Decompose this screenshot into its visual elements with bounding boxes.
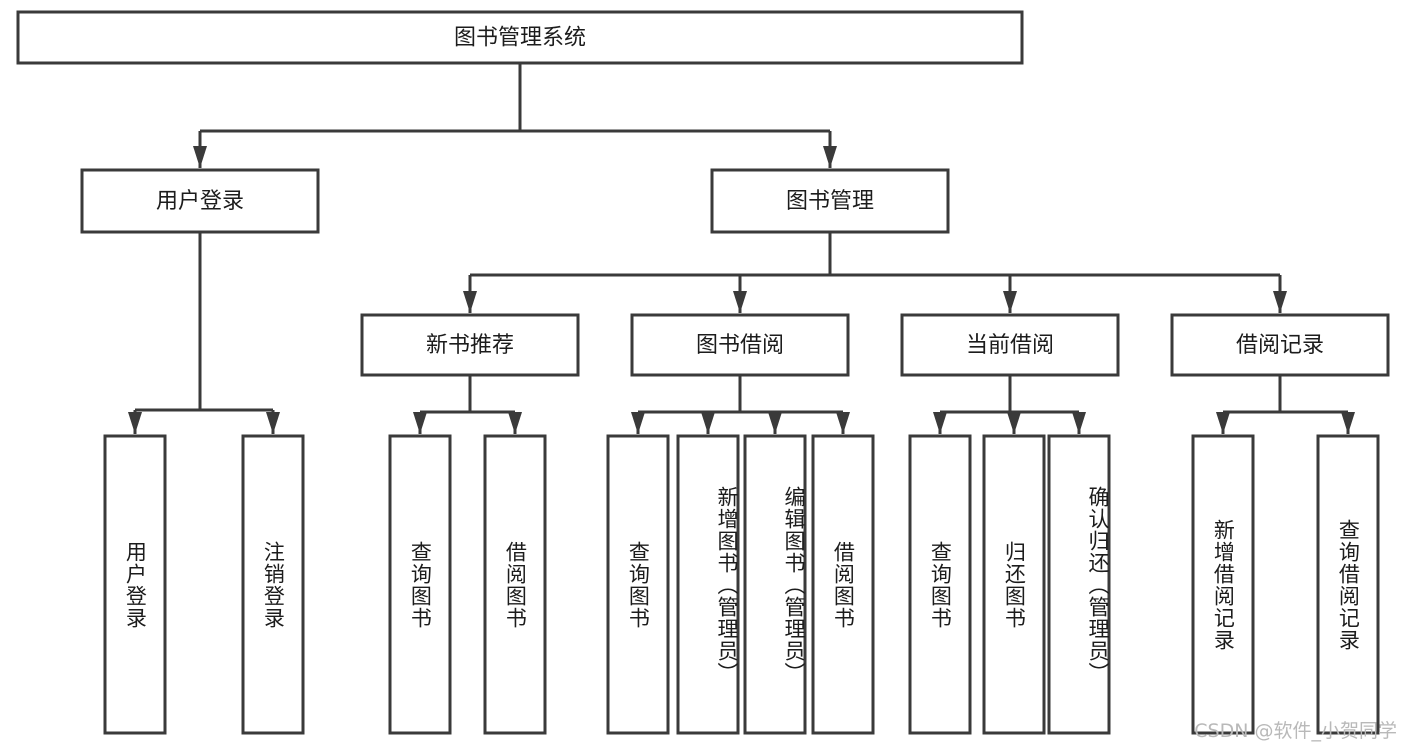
watermark-text: CSDN @软件_小贺同学 xyxy=(1194,720,1397,742)
root-node-rect[interactable] xyxy=(16,10,1024,65)
arrow-head-icon xyxy=(1341,412,1355,434)
arrow-head-icon xyxy=(508,412,522,434)
level3-node-label: 当前借阅 xyxy=(966,333,1054,358)
arrow-head-icon xyxy=(1273,291,1287,313)
level3-node-label: 新书推荐 xyxy=(426,333,514,358)
arrow-head-icon xyxy=(933,412,947,434)
level3-node-3[interactable] xyxy=(1170,313,1390,377)
level2-node-0[interactable] xyxy=(80,168,320,234)
arrow-head-icon xyxy=(823,146,837,168)
level3-node-label: 图书借阅 xyxy=(696,333,784,358)
level3-node-rect[interactable] xyxy=(630,313,850,377)
level3-node-0[interactable] xyxy=(360,313,580,377)
leaf-node-1[interactable] xyxy=(241,434,305,735)
root-node-0[interactable] xyxy=(16,10,1024,65)
leaf-node-3[interactable] xyxy=(483,434,547,735)
arrow-head-icon xyxy=(733,291,747,313)
level3-node-rect[interactable] xyxy=(360,313,580,377)
leaf-node-5[interactable] xyxy=(676,434,740,735)
leaf-node-8[interactable] xyxy=(908,434,972,735)
arrow-head-icon xyxy=(266,412,280,434)
arrow-head-icon xyxy=(836,412,850,434)
arrow-head-icon xyxy=(1072,412,1086,434)
level3-node-1[interactable] xyxy=(630,313,850,377)
level2-node-label: 用户登录 xyxy=(156,189,244,214)
arrow-head-icon xyxy=(631,412,645,434)
arrow-head-icon xyxy=(193,146,207,168)
arrow-head-icon xyxy=(701,412,715,434)
leaf-node-11[interactable] xyxy=(1191,434,1255,735)
root-node-label: 图书管理系统 xyxy=(454,26,586,51)
arrow-head-icon xyxy=(768,412,782,434)
level3-node-rect[interactable] xyxy=(900,313,1120,377)
leaf-node-12[interactable] xyxy=(1316,434,1380,735)
arrow-head-icon xyxy=(128,412,142,434)
leaf-node-10[interactable] xyxy=(1047,434,1111,735)
edges-layer xyxy=(128,63,1355,434)
arrow-head-icon xyxy=(1003,291,1017,313)
leaf-node-9[interactable] xyxy=(982,434,1046,735)
level2-node-rect[interactable] xyxy=(710,168,950,234)
leaf-node-4[interactable] xyxy=(606,434,670,735)
arrow-head-icon xyxy=(1007,412,1021,434)
boxes-layer xyxy=(16,10,1390,735)
level2-node-1[interactable] xyxy=(710,168,950,234)
leaf-node-7[interactable] xyxy=(811,434,875,735)
arrow-head-icon xyxy=(413,412,427,434)
arrow-head-icon xyxy=(463,291,477,313)
arrow-head-icon xyxy=(1216,412,1230,434)
level3-node-rect[interactable] xyxy=(1170,313,1390,377)
level2-node-label: 图书管理 xyxy=(786,189,874,214)
leaf-node-2[interactable] xyxy=(388,434,452,735)
leaf-node-6[interactable] xyxy=(743,434,807,735)
level3-node-label: 借阅记录 xyxy=(1236,333,1324,358)
level3-node-2[interactable] xyxy=(900,313,1120,377)
leaf-node-0[interactable] xyxy=(103,434,167,735)
level2-node-rect[interactable] xyxy=(80,168,320,234)
